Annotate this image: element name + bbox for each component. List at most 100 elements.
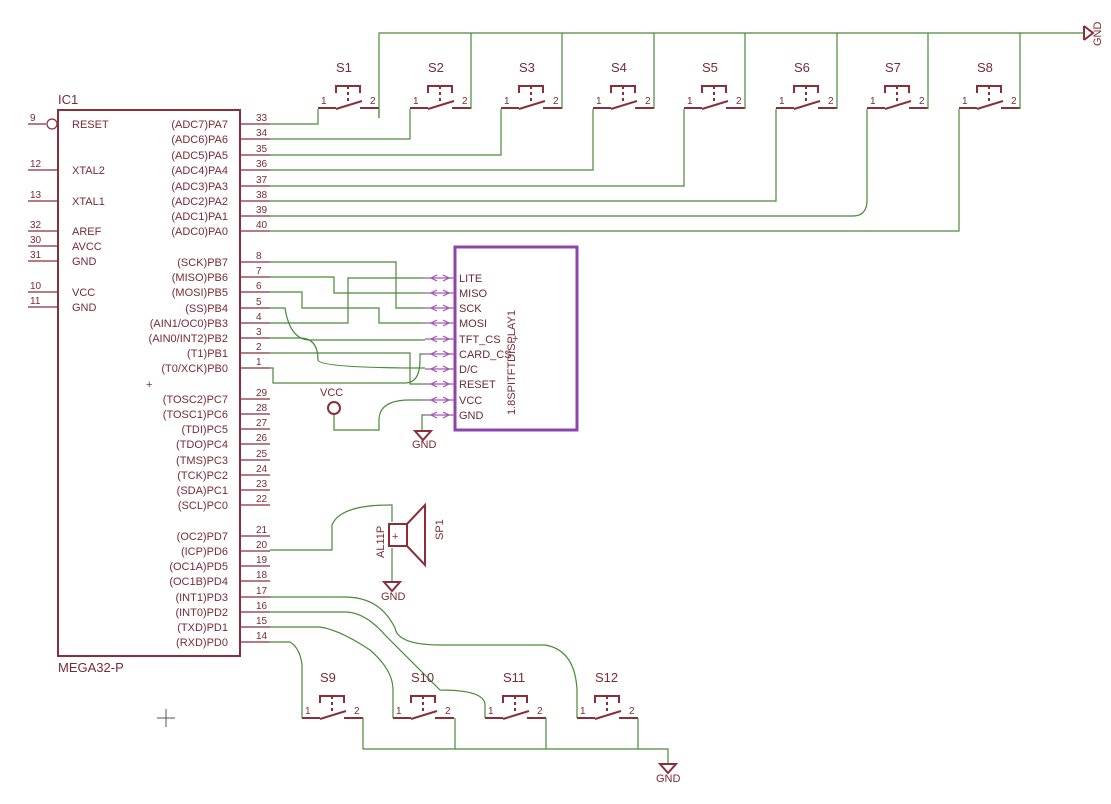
ic-right-pin: 15(TXD)PD1	[177, 616, 270, 634]
ic-value: MEGA32-P	[58, 660, 124, 675]
speaker-value: AL11P	[375, 526, 387, 558]
switch-blade	[518, 100, 546, 110]
wire-vcc	[333, 399, 425, 431]
ic-right-pin: 4(AIN1/OC0)PB3	[150, 312, 270, 330]
switch-pin-1: 1	[488, 706, 494, 717]
bidirectional-arrow-icon	[429, 396, 451, 404]
vcc-circle	[327, 401, 341, 415]
pin-label: (MOSI)PB5	[172, 287, 228, 299]
display-pin-label: VCC	[459, 395, 482, 407]
bidirectional-arrow-icon	[429, 335, 451, 343]
switch-pin-2: 2	[919, 96, 925, 107]
ic-origin-cross: +	[146, 379, 152, 391]
pin-number: 27	[256, 418, 268, 429]
pin-number: 40	[256, 220, 268, 231]
pin-label: RESET	[72, 119, 109, 131]
pin-label: GND	[72, 302, 97, 314]
ic-right-pin: 24(TCK)PC2	[177, 464, 270, 482]
switch-name: S10	[411, 670, 434, 685]
pin-label: (SCL)PC0	[178, 500, 228, 512]
display-pin: VCC	[425, 395, 482, 407]
switch-pin-2: 2	[553, 96, 559, 107]
ic-right-pin: 34(ADC6)PA6	[171, 128, 270, 146]
wire-pd1	[270, 626, 394, 718]
pin-label: (ADC6)PA6	[171, 134, 228, 146]
ic-right-pin: 6(MOSI)PB5	[172, 281, 270, 299]
pin-number: 18	[256, 570, 268, 581]
wire-pb1-reset	[270, 352, 425, 385]
switch-blade	[410, 710, 438, 720]
pin-number: 10	[30, 281, 42, 292]
pin-number: 20	[256, 540, 268, 551]
pin-label: (TXD)PD1	[177, 622, 228, 634]
pin-number: 8	[256, 251, 262, 262]
pin-number: 38	[256, 190, 268, 201]
display-pin: TFT_CS	[425, 334, 501, 346]
switch-name: S1	[336, 60, 352, 75]
bidirectional-arrow-icon	[429, 380, 451, 388]
pin-number: 32	[30, 220, 42, 231]
pin-number: 5	[256, 297, 262, 308]
top-gnd-bus: GND	[378, 22, 1104, 118]
crosshair-cursor-icon	[157, 709, 175, 727]
pin-number: 29	[256, 388, 268, 399]
wire-pa2	[270, 109, 777, 202]
pin-label: (ICP)PD6	[181, 546, 228, 558]
bottom-gnd-bus: GND	[362, 718, 681, 785]
pin-number: 11	[30, 296, 41, 307]
speaker-name: SP1	[434, 519, 446, 540]
switch-blade	[884, 100, 912, 110]
pin-label: (TMS)PC3	[176, 455, 228, 467]
pin-label: (ADC7)PA7	[171, 119, 228, 131]
display-gnd-symbol: GND	[412, 430, 437, 451]
wire-pd2	[270, 611, 486, 718]
pin-number: 14	[256, 631, 268, 642]
bidirectional-arrow-icon	[429, 319, 451, 327]
pin-label: (TDO)PC4	[176, 439, 228, 451]
switch-name: S7	[885, 60, 901, 75]
pin-number: 33	[256, 113, 268, 124]
gnd-triangle-bottom	[657, 763, 679, 775]
bidirectional-arrow-icon	[429, 350, 451, 358]
switch-pin-2: 2	[462, 96, 468, 107]
pin-number: 3	[256, 327, 262, 338]
pin-number: 16	[256, 601, 268, 612]
pin-number: 22	[256, 494, 268, 505]
wire-pa5	[270, 109, 502, 156]
speaker-origin-cross: +	[392, 531, 398, 543]
wire-pa4	[270, 109, 594, 171]
pin-label: (INT0)PD2	[175, 607, 228, 619]
tft-display: LITEMISOSCKMOSITFT_CSCARD_CSD/CRESETVCCG…	[425, 245, 579, 432]
switch-pin-1: 1	[779, 96, 785, 107]
switch-name: S2	[428, 60, 444, 75]
display-pin: GND	[425, 410, 484, 422]
pin-number: 37	[256, 175, 268, 186]
ic-right-pin: 33 (ADC7)PA7	[171, 113, 270, 131]
pb-wires	[270, 261, 426, 431]
wire-pd0	[270, 641, 303, 718]
switch-pin-1: 1	[962, 96, 968, 107]
pin-number: 31	[30, 250, 42, 261]
gnd-symbol-top	[1083, 25, 1095, 41]
ic-right-pin: 18(OC1B)PD4	[169, 570, 270, 588]
switch-name: S5	[702, 60, 718, 75]
display-origin-cross: +	[512, 333, 518, 345]
vcc-symbol: VCC	[320, 387, 343, 415]
display-pin-label: GND	[459, 410, 484, 422]
pin-number: 13	[30, 190, 42, 201]
display-pin: LITE	[425, 273, 482, 285]
display-pin-label: TFT_CS	[459, 334, 501, 346]
pin-label: AREF	[72, 226, 102, 238]
bidirectional-arrow-icon	[429, 411, 451, 419]
display-pin-label: MISO	[459, 288, 488, 300]
pin-label: (OC1A)PD5	[169, 561, 228, 573]
switch-pin-2: 2	[736, 96, 742, 107]
wire-pa7	[270, 109, 319, 125]
